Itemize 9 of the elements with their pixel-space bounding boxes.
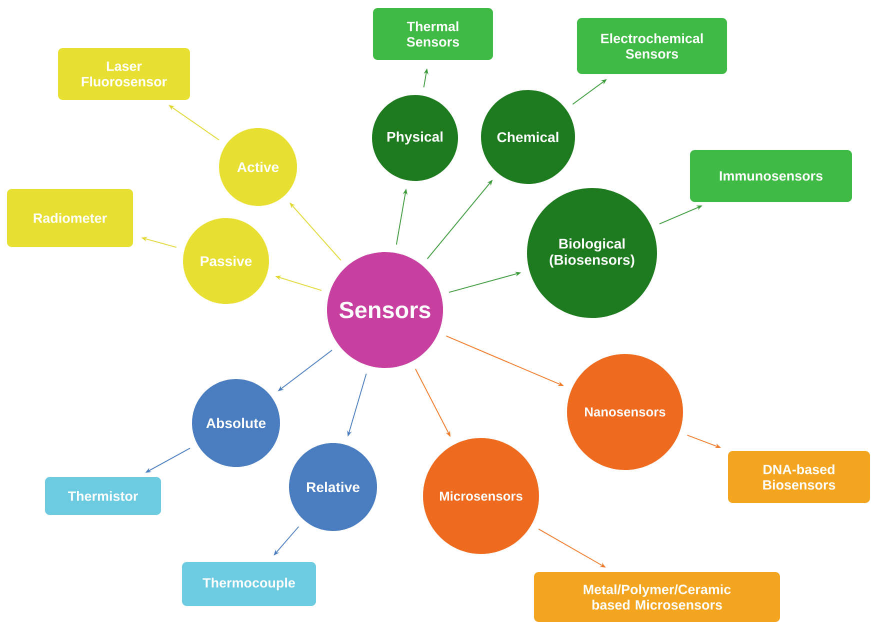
- example-box: DNA-based Biosensors: [728, 451, 870, 503]
- example-box: Thermocouple: [182, 562, 316, 606]
- example-box: Immunosensors: [690, 150, 852, 202]
- example-box: Thermal Sensors: [373, 8, 493, 60]
- example-box: Electrochemical Sensors: [577, 18, 727, 74]
- example-box: Radiometer: [7, 189, 133, 247]
- example-box: Laser Fluorosensor: [58, 48, 190, 100]
- example-box: Metal/Polymer/Ceramic based Microsensors: [534, 572, 780, 622]
- example-box: Thermistor: [45, 477, 161, 515]
